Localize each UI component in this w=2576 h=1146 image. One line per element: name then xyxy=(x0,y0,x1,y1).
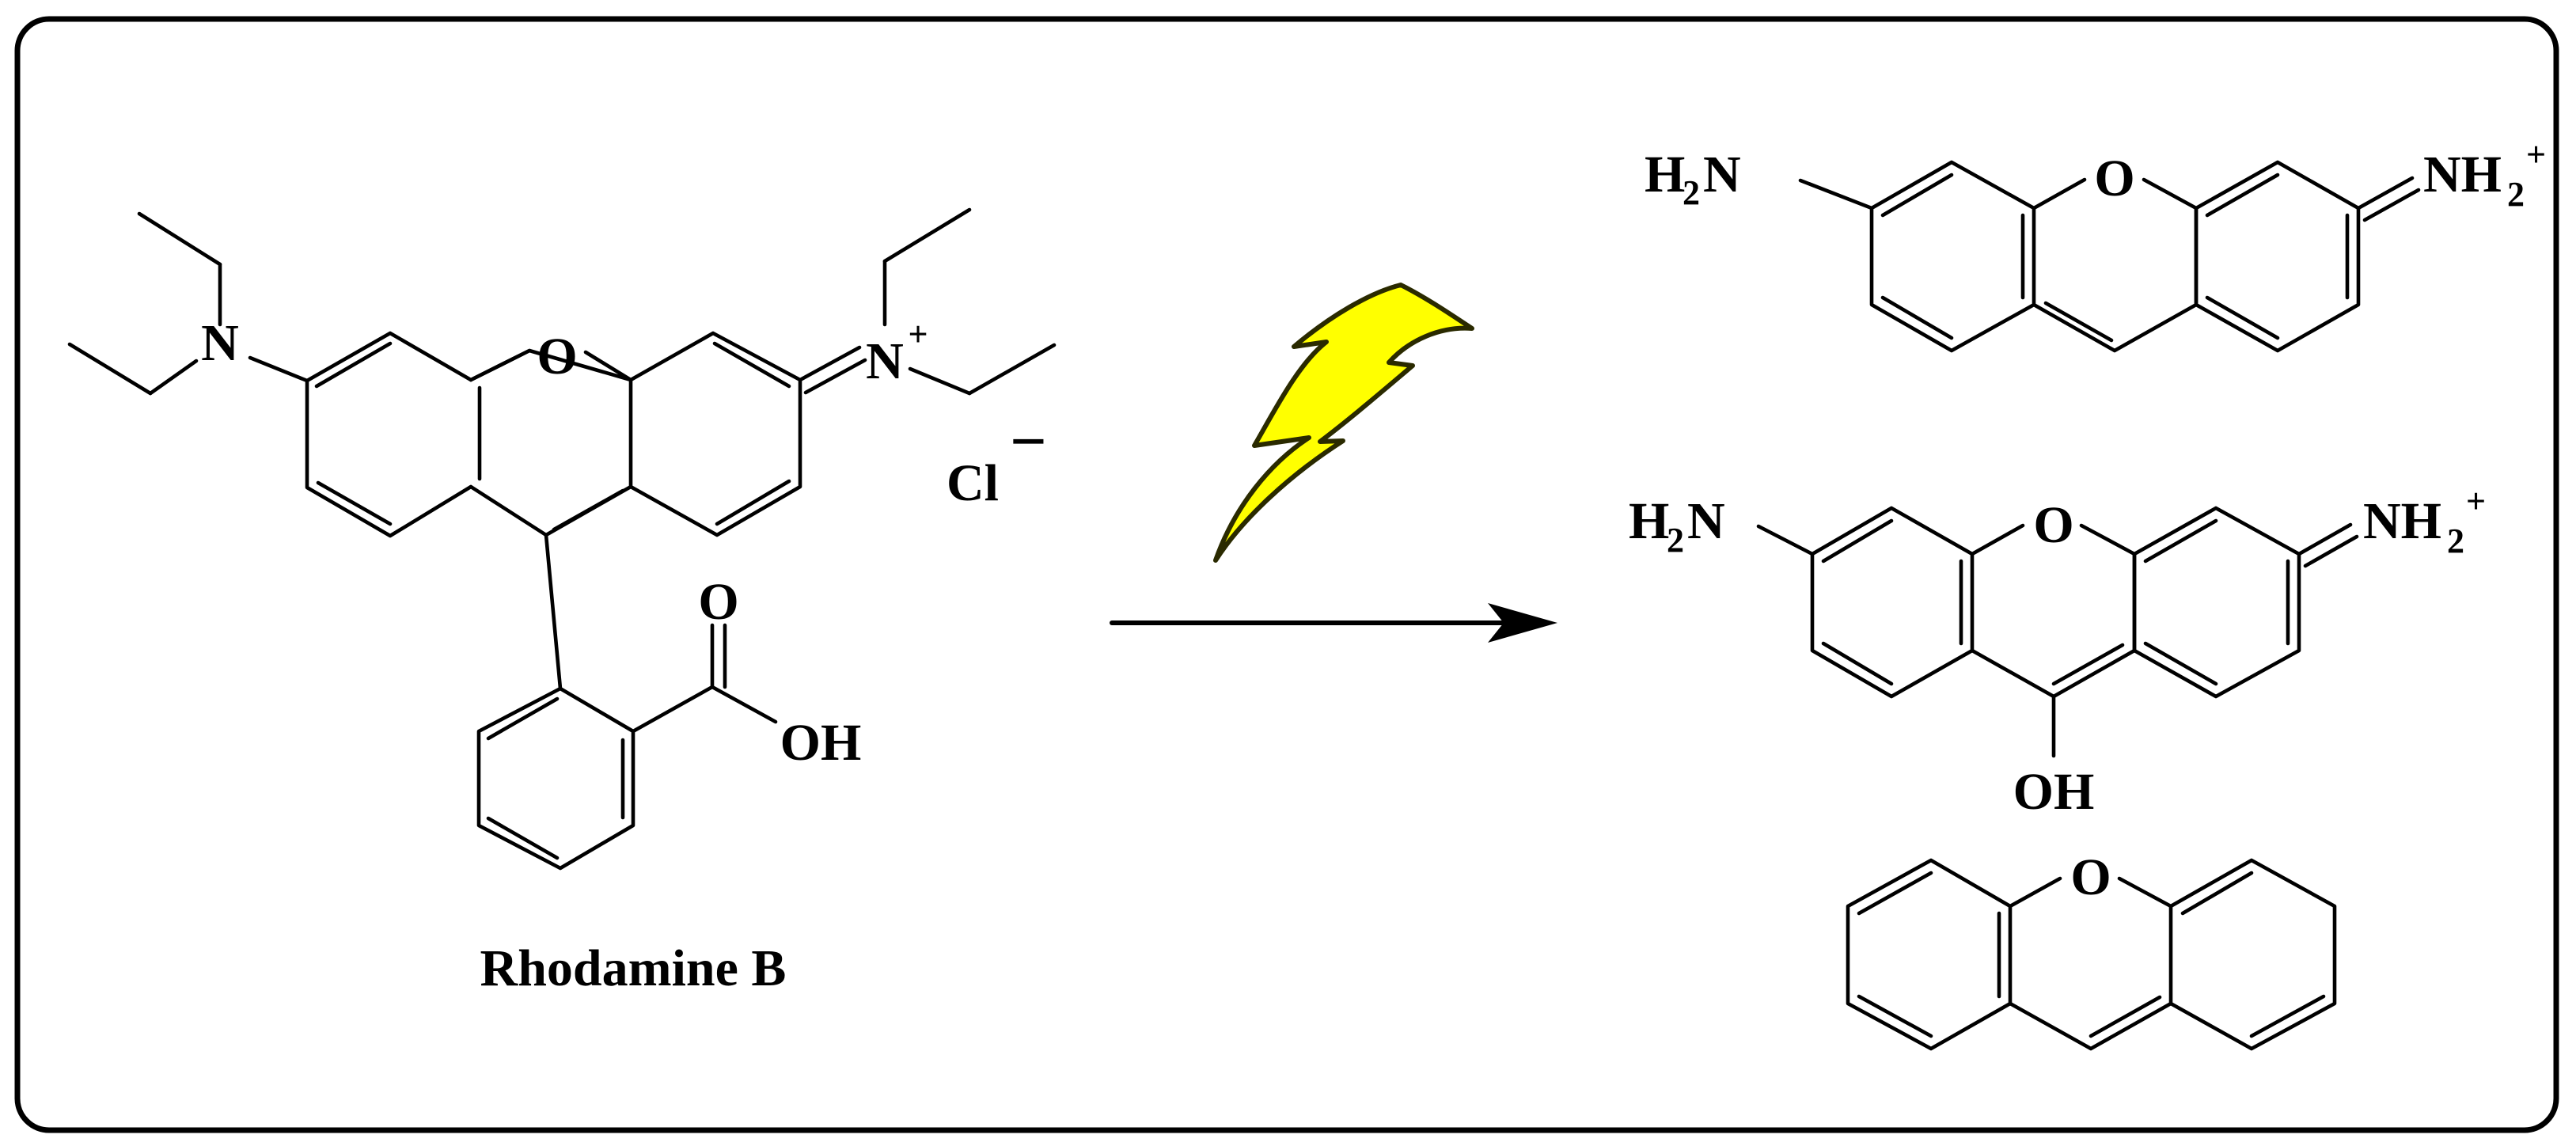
chloride-ion: Cl xyxy=(947,454,999,512)
product-2-iminium-charge: + xyxy=(2466,482,2486,521)
product-1-ring-oxygen: O xyxy=(2094,150,2134,207)
product-2-iminium: NH xyxy=(2363,492,2441,550)
product-2-amine-h: H xyxy=(1629,492,1669,550)
product-2-amine-n: N xyxy=(1687,492,1725,550)
product-1-structure: H 2 N O NH 2 + xyxy=(1645,135,2546,353)
iminium-nitrogen: N xyxy=(866,332,904,390)
rhodamine-b-structure: N O N + O OH Cl − Rhodamine B xyxy=(67,207,1057,997)
product-1-iminium-charge: + xyxy=(2526,135,2546,174)
product-3-ring-oxygen: O xyxy=(2070,848,2111,906)
product-2-amine-sub: 2 xyxy=(1667,521,1684,560)
product-1-iminium-sub: 2 xyxy=(2507,175,2525,214)
chloride-charge: − xyxy=(1010,405,1047,477)
rhodamine-b-caption: Rhodamine B xyxy=(480,939,787,997)
reaction-arrow-icon xyxy=(1110,603,1557,643)
product-1-amine-sub: 2 xyxy=(1683,173,1700,212)
product-1-amine-h: H xyxy=(1645,146,1685,203)
amine-nitrogen: N xyxy=(201,314,239,372)
product-3-structure: O xyxy=(1846,848,2337,1051)
product-1-iminium: NH xyxy=(2423,146,2502,203)
frame-border xyxy=(14,16,2559,1133)
product-1-amine-n: N xyxy=(1703,146,1741,203)
product-2-hydroxyl: OH xyxy=(2013,763,2095,821)
product-2-iminium-sub: 2 xyxy=(2447,522,2464,560)
hydroxyl-group: OH xyxy=(780,714,862,772)
ring-oxygen: O xyxy=(537,328,577,385)
product-2-ring-oxygen: O xyxy=(2033,496,2073,554)
carbonyl-oxygen: O xyxy=(698,573,738,631)
lightning-bolt-icon xyxy=(1213,283,1474,563)
product-2-structure: H 2 N O NH 2 + OH xyxy=(1629,482,2486,821)
iminium-charge: + xyxy=(908,315,928,354)
